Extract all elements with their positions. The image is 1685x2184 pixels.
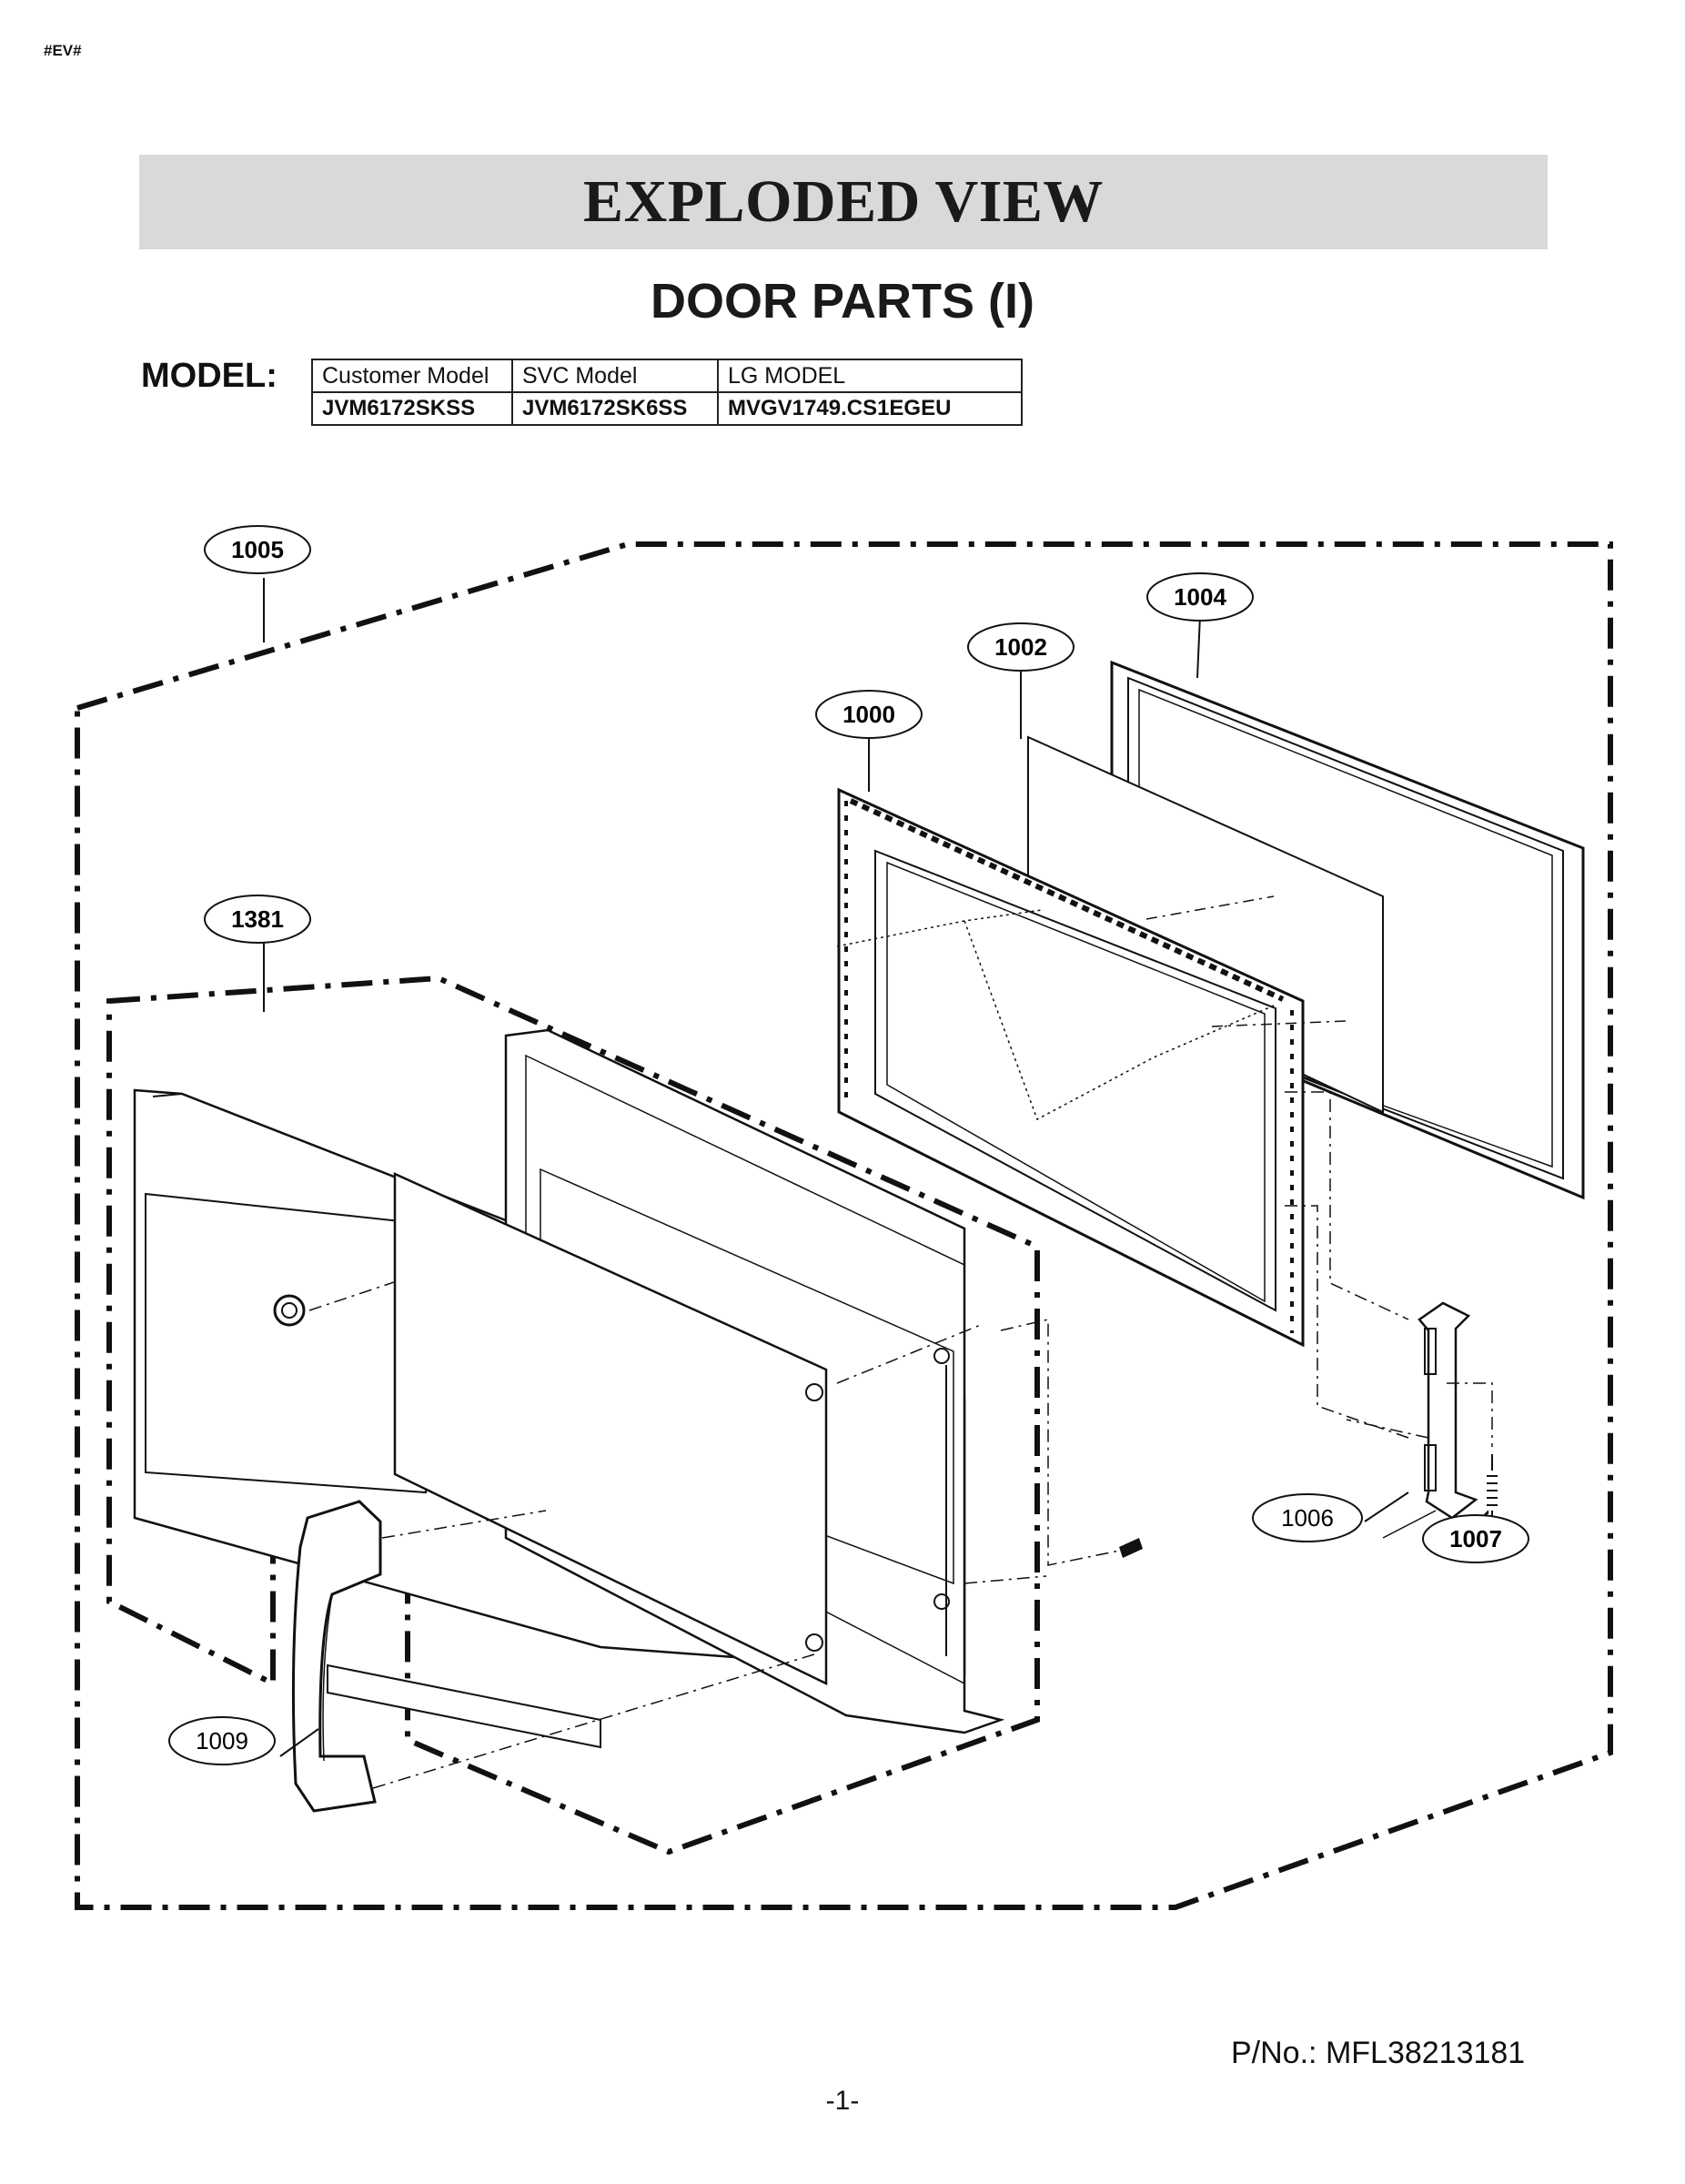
page-title: EXPLODED VIEW [583, 168, 1104, 235]
glass-hole-bottom [805, 1633, 823, 1652]
model-col-svc: SVC Model [511, 359, 719, 393]
model-value-svc: JVM6172SK6SS [511, 391, 719, 426]
callout-1000-label: 1000 [842, 701, 895, 728]
model-value-lg: MVGV1749.CS1EGEU [717, 391, 1023, 426]
callout-leaders [263, 578, 1489, 1757]
callout-1005-label: 1005 [231, 536, 284, 563]
model-col-lg: LG MODEL [717, 359, 1023, 393]
callout-1004-label: 1004 [1174, 583, 1226, 611]
callout-1007: 1007 [1422, 1514, 1529, 1563]
part-1006-hinge [1382, 1301, 1478, 1539]
model-col-customer: Customer Model [311, 359, 513, 393]
model-table-header-row: Customer Model SVC Model LG MODEL [311, 359, 1023, 393]
title-bar: EXPLODED VIEW [139, 155, 1548, 249]
model-label: MODEL: [141, 357, 277, 395]
model-table: Customer Model SVC Model LG MODEL JVM617… [311, 359, 1023, 426]
outer-boundary-1005 [75, 541, 1613, 1910]
callout-1381: 1381 [204, 895, 311, 944]
part-number-prefix: P/No.: [1231, 2036, 1317, 2070]
callout-1009: 1009 [168, 1716, 276, 1765]
model-table-value-row: JVM6172SKSS JVM6172SK6SS MVGV1749.CS1EGE… [311, 391, 1023, 426]
callout-1006-label: 1006 [1281, 1504, 1334, 1532]
callout-1007-label: 1007 [1449, 1525, 1502, 1552]
inner-boundary-1381 [106, 975, 1040, 1855]
model-value-customer: JVM6172SKSS [311, 391, 513, 426]
page-subtitle: DOOR PARTS (I) [651, 274, 1034, 329]
glass-hole-top [805, 1383, 823, 1401]
callout-1002: 1002 [967, 622, 1075, 672]
door-choke-strip [327, 1663, 601, 1749]
callout-1381-label: 1381 [231, 905, 284, 933]
part-1009-handle [291, 1500, 382, 1813]
callouts: 1005 1004 1002 1000 1381 1006 1007 1009 [168, 525, 1529, 1765]
callout-1000: 1000 [815, 690, 923, 739]
page-number: -1- [825, 2086, 860, 2116]
callout-1006: 1006 [1252, 1493, 1363, 1542]
callout-1004: 1004 [1146, 572, 1254, 622]
part-number-value: MFL38213181 [1325, 2036, 1526, 2070]
callout-1009-label: 1009 [196, 1727, 248, 1754]
callout-1002-label: 1002 [994, 633, 1047, 661]
door-guide-lines [372, 1319, 1138, 1789]
door-screw [1119, 1538, 1143, 1558]
corner-code: #EV# [44, 42, 82, 59]
door-glass-panel [393, 1172, 828, 1685]
callout-1005: 1005 [204, 525, 311, 574]
part-1000-inner-frame [836, 787, 1347, 1348]
hinge-guide-lines [1285, 1091, 1493, 1447]
part-number: P/No.: MFL38213181 [1231, 2036, 1525, 2071]
